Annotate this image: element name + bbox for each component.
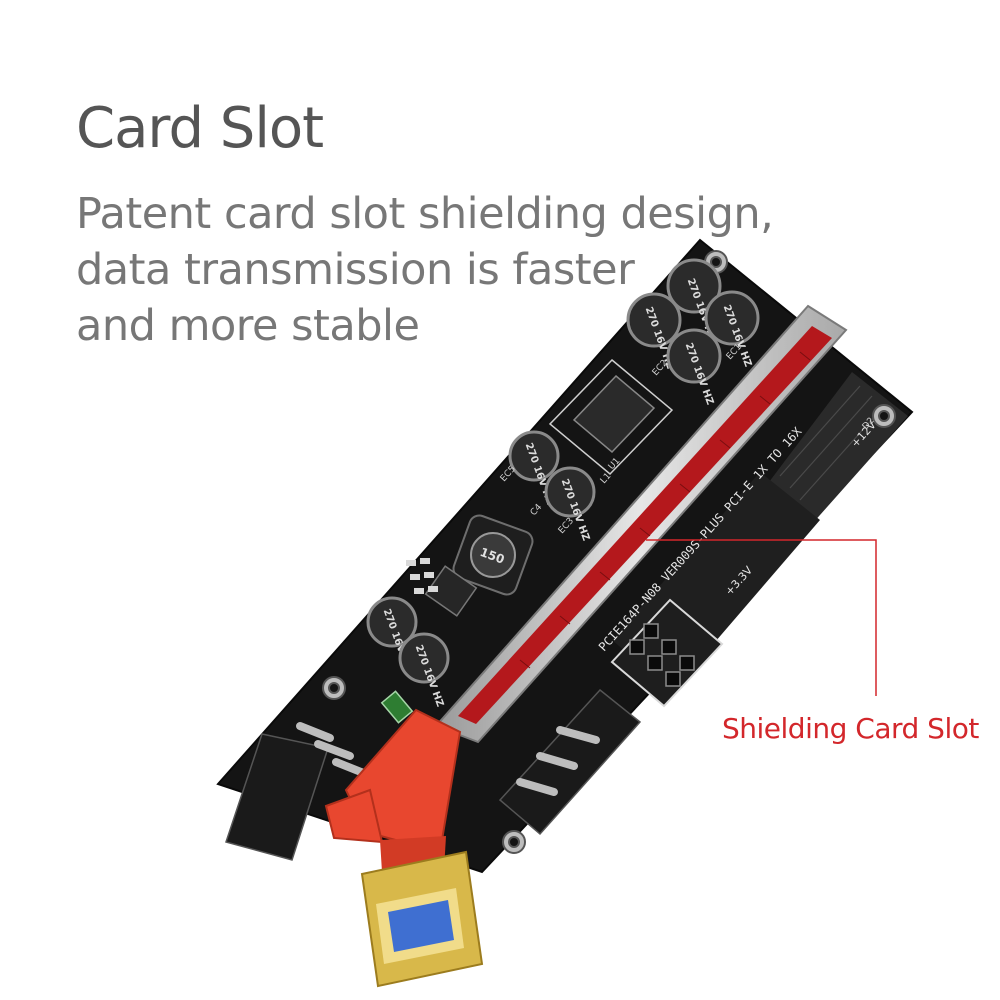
edge-pin-lines: [779, 385, 885, 501]
resistor-array: [406, 558, 438, 594]
ic-chip: [424, 565, 478, 617]
power-header: [498, 688, 642, 836]
shielding-card-slot: [434, 304, 848, 744]
description-line-1: Patent card slot shielding design,: [76, 189, 774, 239]
voltage-regulator: [548, 358, 674, 476]
inductor: 150: [452, 514, 534, 596]
usb-3-plug: [360, 850, 484, 988]
callout-label: Shielding Card Slot: [722, 712, 979, 745]
capacitor-group: 270 16V HZ 270 16V HZ 270 16V HZ 270 16V…: [366, 258, 760, 708]
red-usb-connector: [324, 708, 462, 872]
feature-description: Patent card slot shielding design, data …: [76, 186, 774, 354]
callout-line: [646, 539, 877, 696]
description-line-2: data transmission is faster: [76, 245, 635, 295]
description-line-3: and more stable: [76, 301, 420, 351]
left-power-header: [225, 722, 370, 861]
status-led: [380, 690, 414, 724]
six-pin-power-connector: [610, 598, 724, 708]
edge-connector-pins: [766, 372, 908, 524]
page-title: Card Slot: [76, 96, 324, 161]
